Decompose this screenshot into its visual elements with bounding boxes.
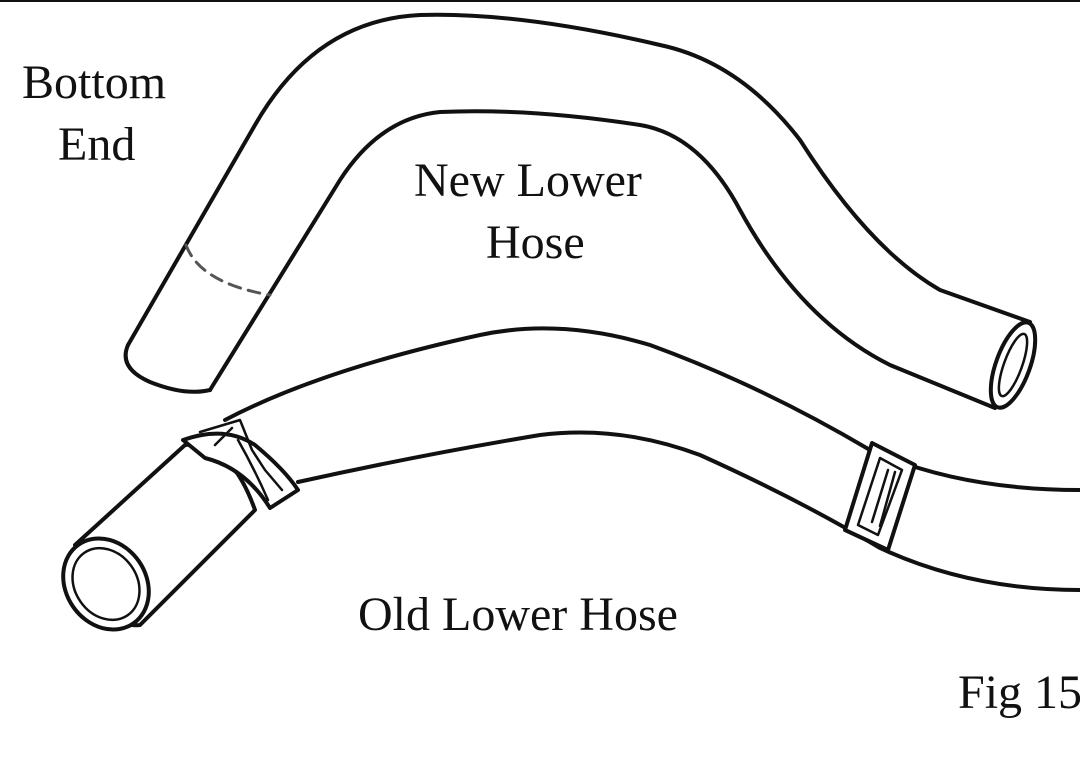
left-clamp-tab — [198, 418, 284, 492]
new-hose-open-end-inner — [997, 332, 1029, 398]
new-hose-outer-edge — [126, 12, 1032, 347]
label-new-hose-line2: Hose — [486, 216, 585, 269]
left-hose-clamp — [181, 418, 300, 510]
left-clamp-ridge — [236, 438, 270, 502]
old-hose-lower-edge — [296, 430, 1080, 592]
right-clamp-detail — [870, 468, 897, 528]
label-bottom-end-line2: End — [58, 118, 135, 171]
old-hose-left-open-end-inner — [71, 546, 141, 622]
new-hose-bottom-end — [123, 343, 212, 394]
label-old-hose: Old Lower Hose — [358, 588, 678, 641]
new-hose-open-end — [988, 320, 1038, 410]
right-clamp-slot — [856, 456, 904, 537]
new-hose-inner-edge — [208, 109, 997, 410]
new-lower-hose — [123, 12, 1038, 410]
label-new-hose-line1: New Lower — [414, 154, 642, 207]
old-hose-upper-edge — [223, 326, 1080, 492]
label-bottom-end-line1: Bottom — [22, 56, 166, 109]
right-hose-clamp — [843, 441, 917, 552]
figure-number: Fig 15 — [958, 666, 1080, 719]
old-lower-hose — [61, 326, 1080, 632]
new-hose-insertion-mark — [184, 243, 272, 297]
